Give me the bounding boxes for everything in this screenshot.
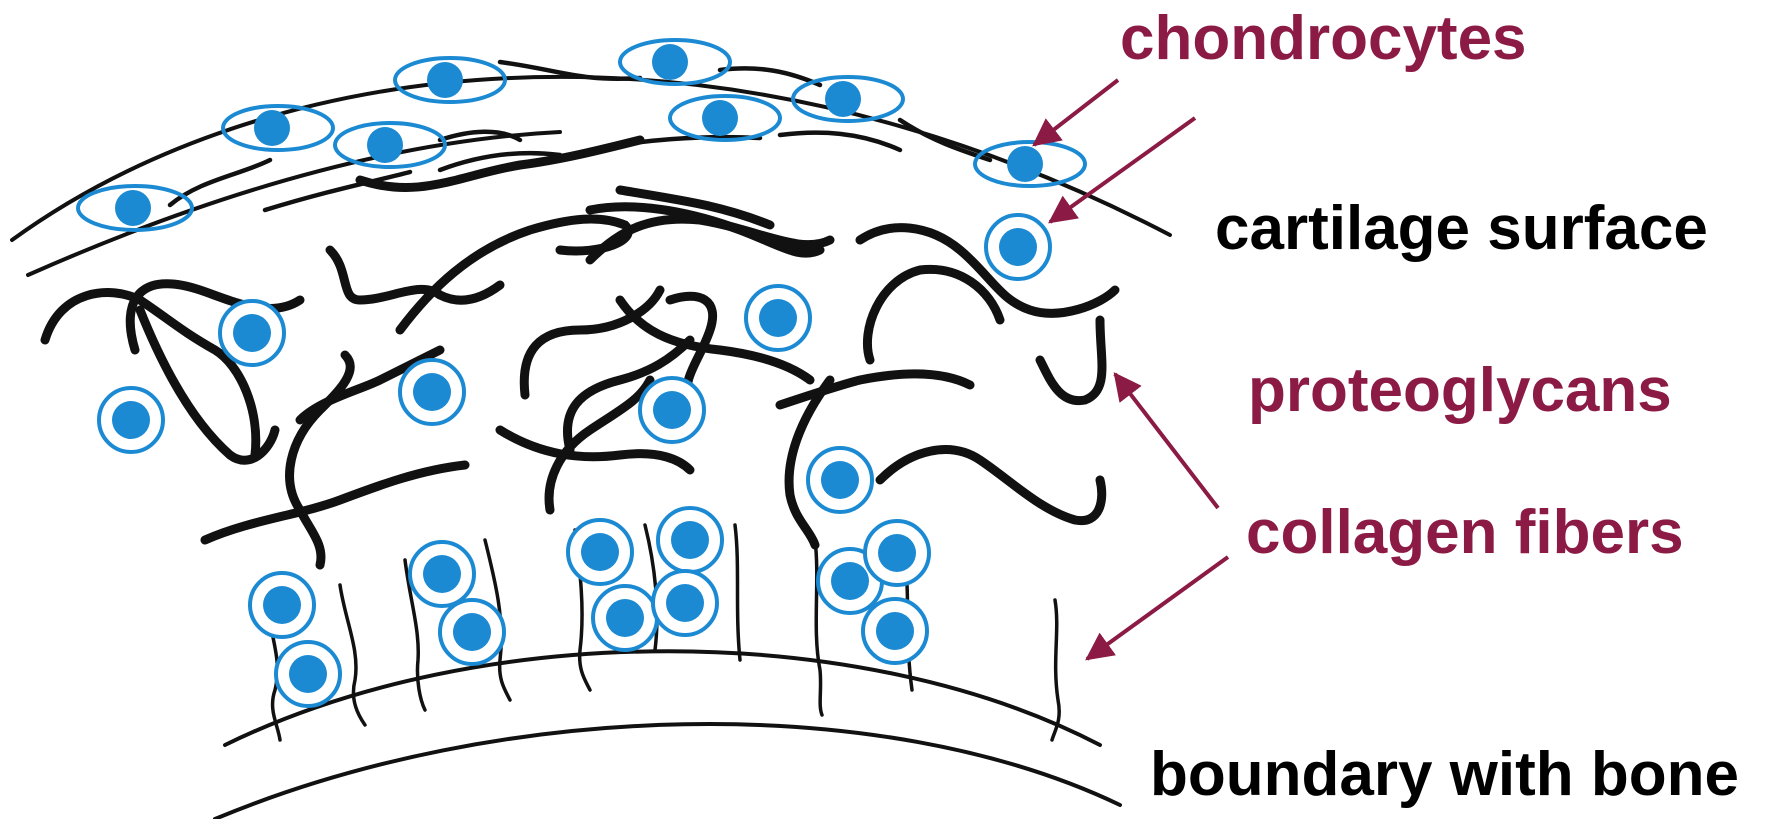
vertical-fiber <box>340 585 365 725</box>
round-chondrocyte <box>865 521 929 585</box>
cartilage-surface-label: cartilage surface <box>1215 198 1708 260</box>
round-chondrocyte <box>400 360 464 424</box>
pointer-arrows <box>1034 80 1228 659</box>
round-chondrocyte <box>440 600 504 664</box>
proteoglycan-strand <box>205 465 465 540</box>
proteoglycan-strand <box>290 355 351 565</box>
proteoglycan-strand <box>524 290 660 395</box>
boundary-with-bone-label: boundary with bone <box>1150 744 1739 806</box>
round-chondrocyte <box>640 378 704 442</box>
flat-chondrocyte <box>975 142 1085 186</box>
proteoglycans-arrow <box>1115 374 1218 508</box>
bone-boundary-lines <box>215 651 1120 819</box>
proteoglycan-strand <box>400 219 628 330</box>
collagen-fibers-arrow <box>1087 557 1228 659</box>
round-chondrocyte <box>653 571 717 635</box>
chondrocytes-label: chondrocytes <box>1120 8 1527 70</box>
bone-boundary-lower-line <box>215 724 1120 819</box>
round-chondrocyte <box>746 286 810 350</box>
surface-fiber <box>265 172 410 210</box>
proteoglycan-strand <box>549 380 650 510</box>
vertical-fiber <box>735 525 740 660</box>
collagen-fibers-label: collagen fibers <box>1246 502 1684 564</box>
surface-fiber <box>720 68 820 85</box>
chondrocytes-arrow-to-flat-cell <box>1034 80 1118 145</box>
vertical-fiber <box>1052 600 1059 740</box>
round-chondrocyte <box>863 599 927 663</box>
round-chondrocyte <box>658 508 722 572</box>
round-chondrocyte <box>593 586 657 650</box>
round-chondrocyte <box>99 388 163 452</box>
round-chondrocyte <box>250 573 314 637</box>
round-chondrocyte <box>276 642 340 706</box>
flat-chondrocyte <box>620 40 730 84</box>
proteoglycan-strand <box>867 269 1000 360</box>
round-chondrocyte <box>986 215 1050 279</box>
flat-chondrocyte <box>670 96 780 140</box>
proteoglycan-strand <box>1040 320 1102 401</box>
chondrocytes-arrow-to-round-cell <box>1050 118 1195 222</box>
surface-collagen-fibers <box>170 62 990 210</box>
flat-chondrocyte <box>335 123 445 167</box>
round-chondrocyte <box>808 448 872 512</box>
proteoglycans-label: proteoglycans <box>1248 360 1672 422</box>
surface-fiber <box>780 133 900 150</box>
proteoglycan-strand <box>880 450 1102 521</box>
round-chondrocyte <box>220 301 284 365</box>
flat-chondrocyte <box>793 77 903 121</box>
flat-chondrocyte <box>78 186 192 230</box>
round-chondrocyte <box>410 542 474 606</box>
round-chondrocyte <box>568 520 632 584</box>
